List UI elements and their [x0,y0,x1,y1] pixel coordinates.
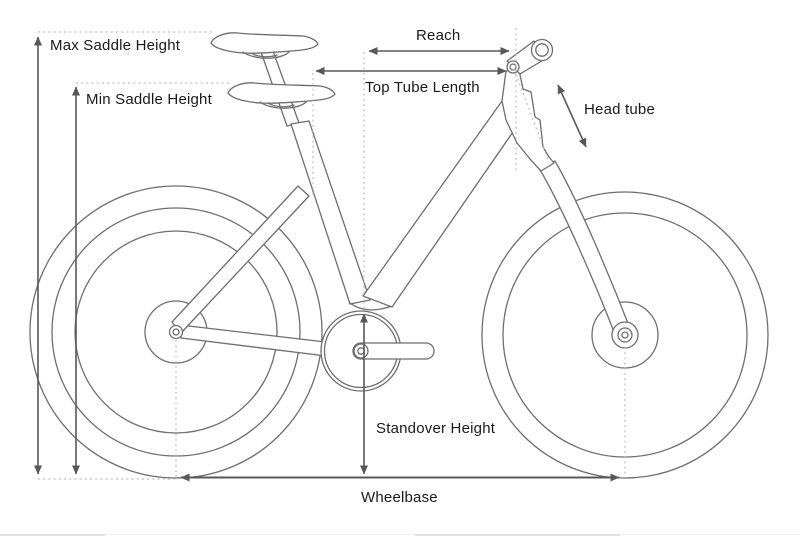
front-hub [611,321,639,349]
label-wheelbase: Wheelbase [361,489,438,506]
label-min-saddle-height: Min Saddle Height [86,91,212,108]
crankset [320,310,435,392]
bottom-edge-artifact [0,534,105,536]
chain-stay [179,324,335,358]
stem-and-handlebar [506,38,554,75]
label-max-saddle-height: Max Saddle Height [50,37,181,54]
label-reach: Reach [416,27,461,44]
fork [538,160,632,338]
bottom-bracket-underside [349,302,393,311]
label-top-tube-length: Top Tube Length [365,79,480,96]
rear-hub [168,324,184,340]
saddle-max-position [210,32,319,59]
seat-tube [290,120,371,305]
seat-stay [171,185,310,334]
label-standover-height: Standover Height [376,420,496,437]
saddle-min-position [227,82,336,109]
bottom-edge-divider [0,534,800,535]
head-tube-shape [501,69,555,172]
label-head-tube: Head tube [584,101,656,118]
steering-axis-reference [513,68,550,163]
dimension-arrows [34,36,620,482]
down-tube [362,100,525,308]
reference-lines [38,28,626,480]
bottom-edge-artifact [415,534,620,536]
arrow-head-tube [557,84,587,148]
